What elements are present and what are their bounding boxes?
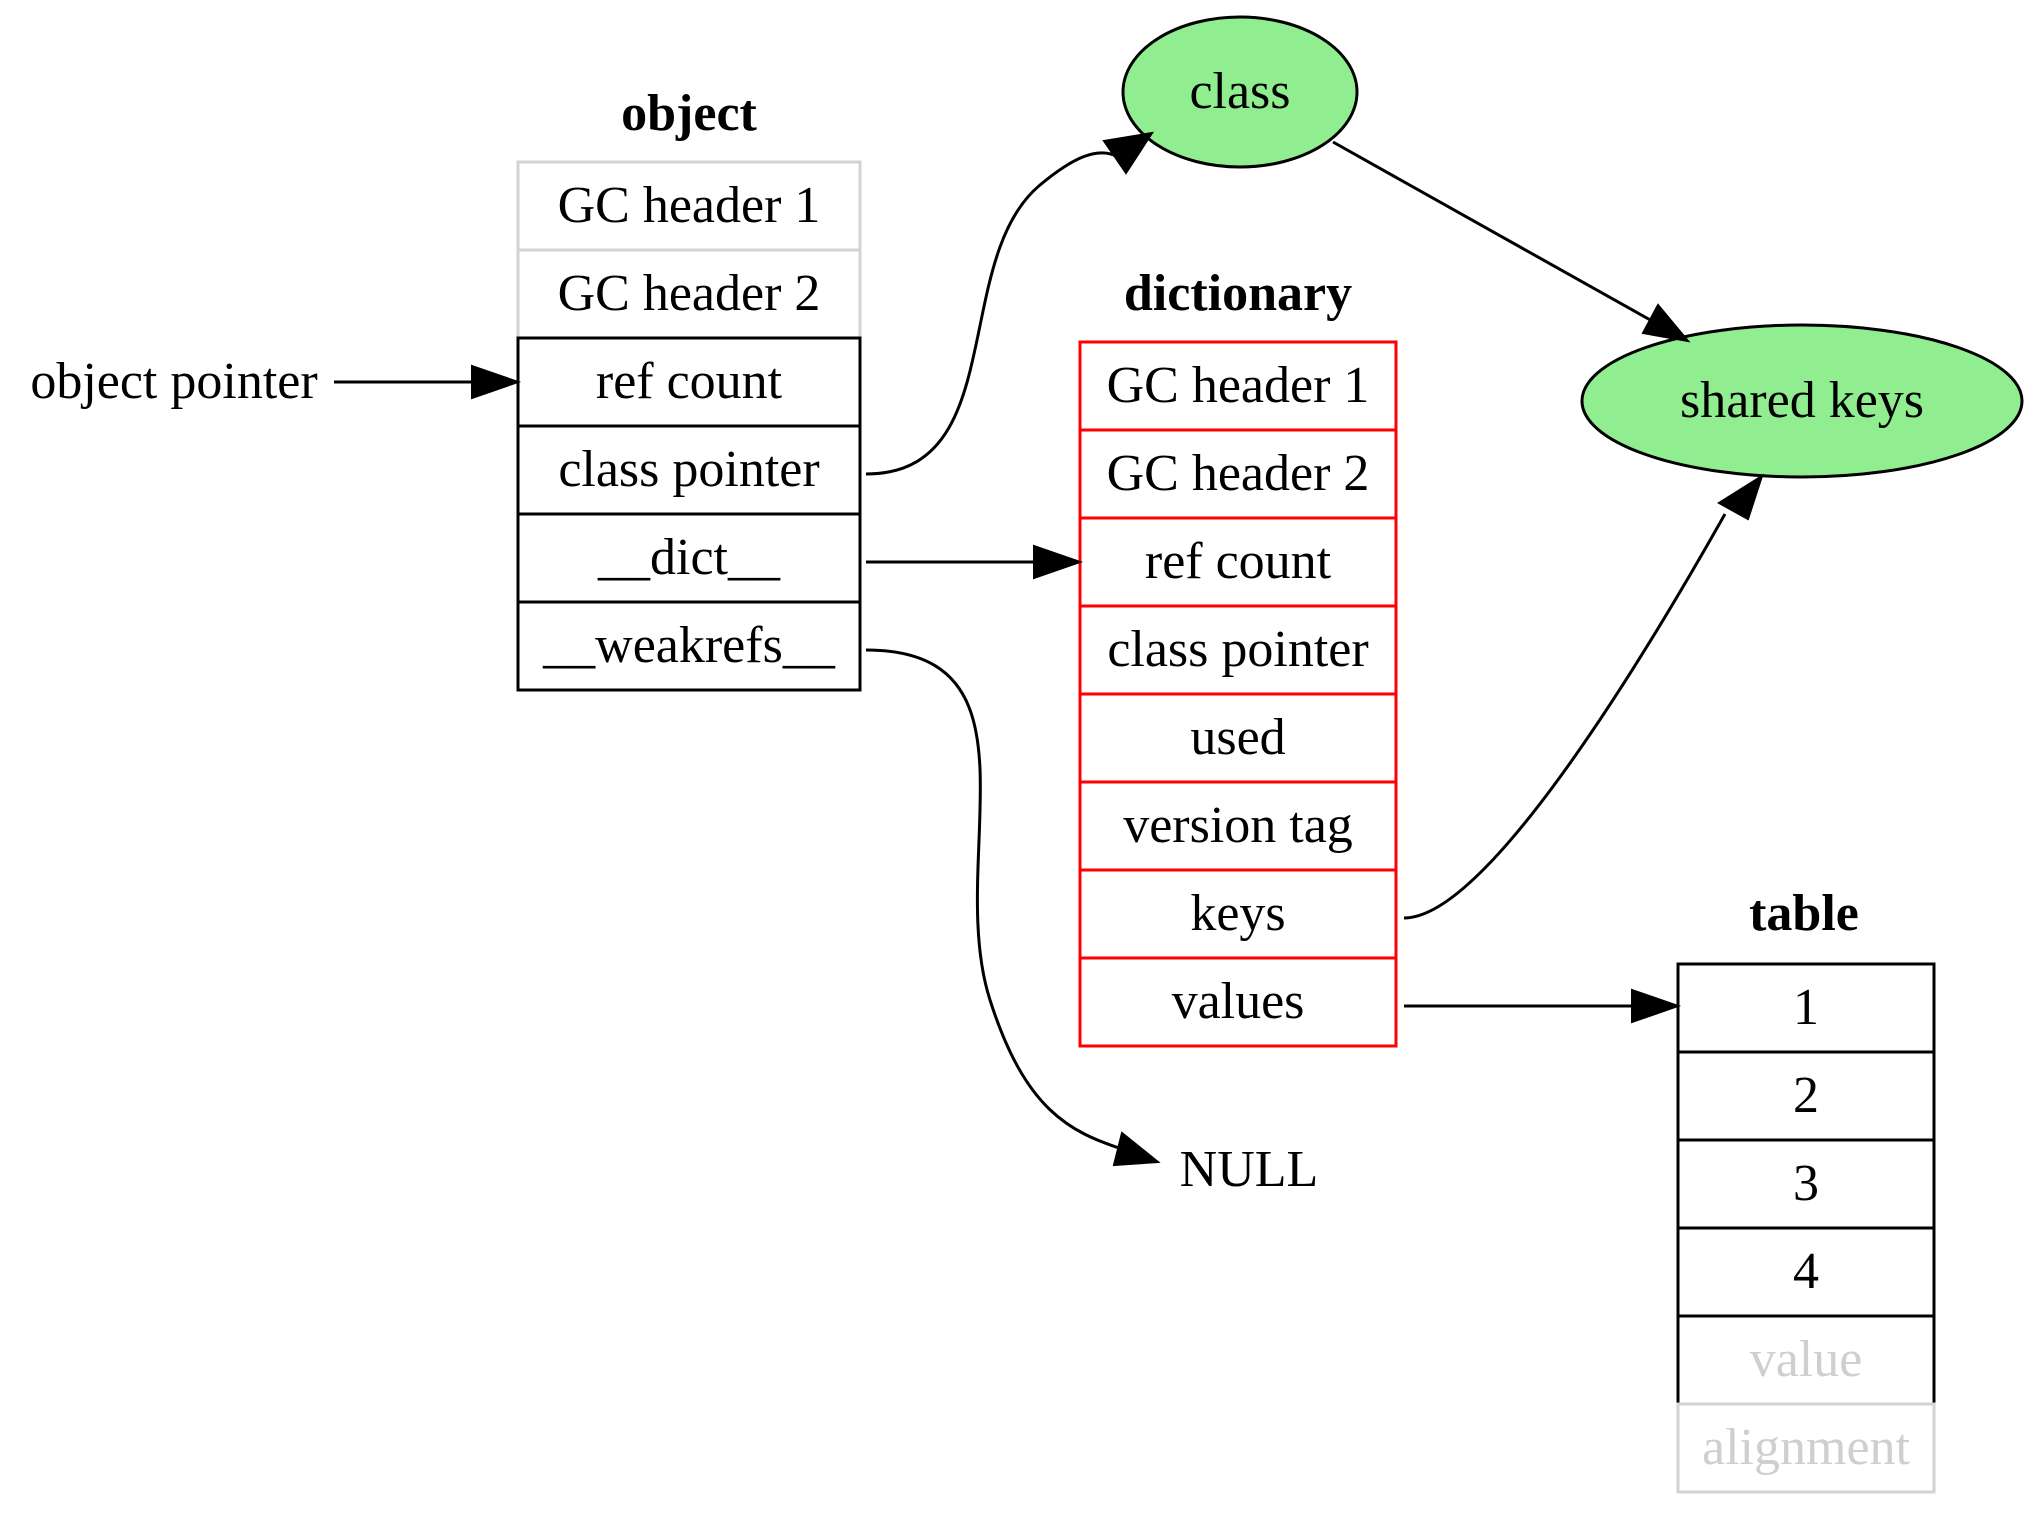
object-row-gc-header-1 <box>516 160 862 252</box>
dictionary-row-used <box>1078 692 1398 784</box>
object-row-label: ref count <box>596 353 783 410</box>
table-row-value <box>1676 1314 1936 1406</box>
table-row-label: 2 <box>1793 1067 1819 1124</box>
object-struct: GC header 1 GC header 2 ref count class … <box>516 160 862 692</box>
edge-keys-to-shared-keys <box>1403 513 1727 920</box>
arrowhead-object-pointer <box>471 364 522 400</box>
object-row-label: GC header 2 <box>558 265 821 322</box>
dictionary-row-label: keys <box>1190 885 1285 942</box>
table-row-label: alignment <box>1702 1419 1911 1476</box>
table-row-label: 4 <box>1793 1243 1819 1300</box>
object-row-label: GC header 1 <box>558 177 821 234</box>
edge-weakrefs-to-null <box>865 648 1123 1151</box>
object-row-label: class pointer <box>558 441 819 498</box>
table-title: table <box>1749 885 1859 942</box>
dictionary-row-label: class pointer <box>1107 621 1368 678</box>
arrowhead-null <box>1112 1131 1161 1167</box>
class-node: class <box>1121 15 1359 169</box>
dictionary-row-version-tag <box>1078 780 1398 872</box>
dictionary-row-label: used <box>1190 709 1285 766</box>
table-row-label: 1 <box>1793 979 1819 1036</box>
dictionary-row-label: version tag <box>1123 797 1353 854</box>
object-row-ref-count <box>516 336 862 428</box>
table-struct: 1 2 3 4 value alignment <box>1676 962 1936 1494</box>
dictionary-row-label: values <box>1172 973 1305 1030</box>
table-row-alignment <box>1676 1402 1936 1494</box>
table-row-label: value <box>1750 1331 1863 1388</box>
object-row-label: __dict__ <box>597 529 781 586</box>
class-node-label: class <box>1189 63 1290 120</box>
dictionary-row-label: GC header 2 <box>1107 445 1370 502</box>
dictionary-title: dictionary <box>1124 265 1352 322</box>
table-row-3 <box>1676 1138 1936 1230</box>
shared-keys-node: shared keys <box>1580 323 2024 479</box>
object-row-gc-header-2 <box>516 248 862 340</box>
dictionary-struct: GC header 1 GC header 2 ref count class … <box>1078 340 1398 1048</box>
shared-keys-node-label: shared keys <box>1680 372 1924 429</box>
arrowhead-dictionary <box>1033 544 1084 580</box>
dictionary-row-label: GC header 1 <box>1107 357 1370 414</box>
arrowhead-shared-keys-from-keys <box>1717 473 1764 521</box>
dictionary-row-class-pointer <box>1078 604 1398 696</box>
dictionary-row-label: ref count <box>1145 533 1332 590</box>
object-title: object <box>621 85 757 142</box>
object-row-class-pointer <box>516 424 862 516</box>
edge-class-pointer-to-class <box>865 151 1121 476</box>
dictionary-row-gc-header-2 <box>1078 428 1398 520</box>
null-label: NULL <box>1180 1141 1319 1198</box>
object-pointer-label: object pointer <box>30 353 317 410</box>
dictionary-row-values <box>1078 956 1398 1048</box>
edge-class-to-shared-keys <box>1332 140 1653 323</box>
arrowhead-table <box>1631 988 1682 1024</box>
object-row-weakrefs <box>516 600 862 692</box>
table-row-label: 3 <box>1793 1155 1819 1212</box>
object-row-label: __weakrefs__ <box>542 617 836 674</box>
arrowhead-class <box>1102 131 1155 175</box>
table-row-4 <box>1676 1226 1936 1318</box>
arrowhead-shared-keys-from-class <box>1641 303 1691 343</box>
table-row-2 <box>1676 1050 1936 1142</box>
